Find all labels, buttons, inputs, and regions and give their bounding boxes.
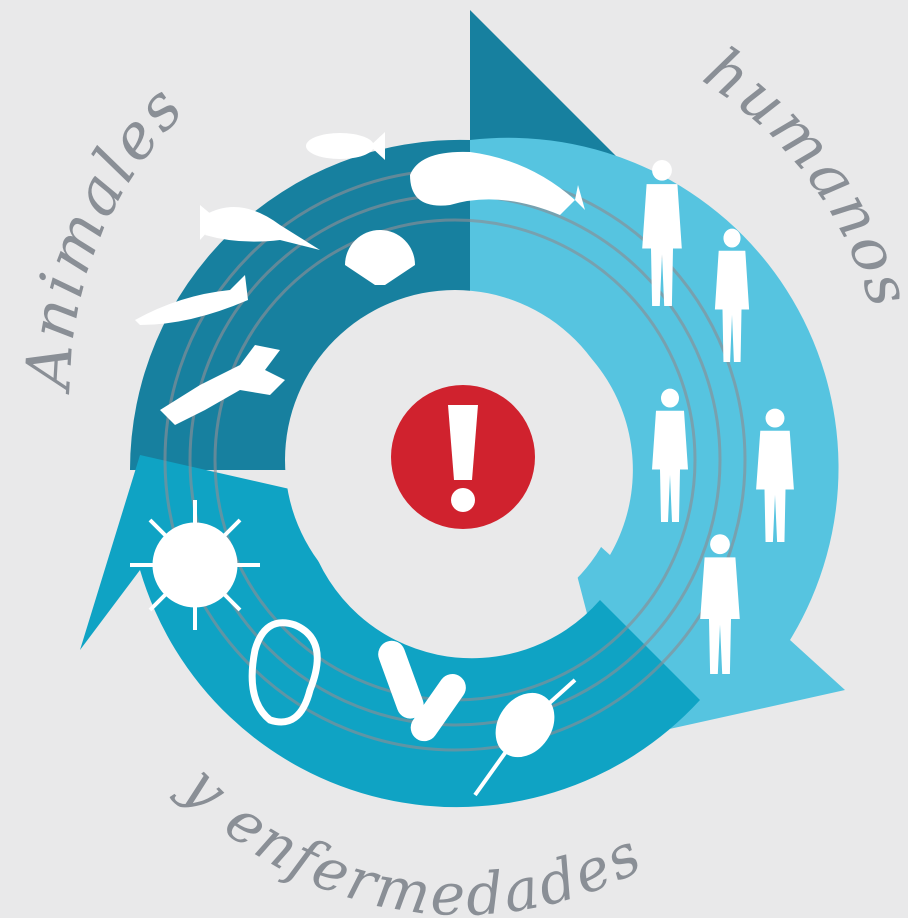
animal-icons [135,132,585,425]
swordfish-icon [200,205,320,250]
fish-icon [306,132,385,160]
pathogen-icons [130,500,577,797]
trout-icon [135,275,248,325]
virus-icon [130,500,260,630]
catfish-icon [410,151,585,215]
bacilli-icon [378,640,466,742]
alert-icon [391,385,535,529]
bacterium-icon [248,619,321,726]
scallop-icon [345,230,415,285]
phage-icon [473,678,577,797]
lobster-icon [160,345,285,425]
